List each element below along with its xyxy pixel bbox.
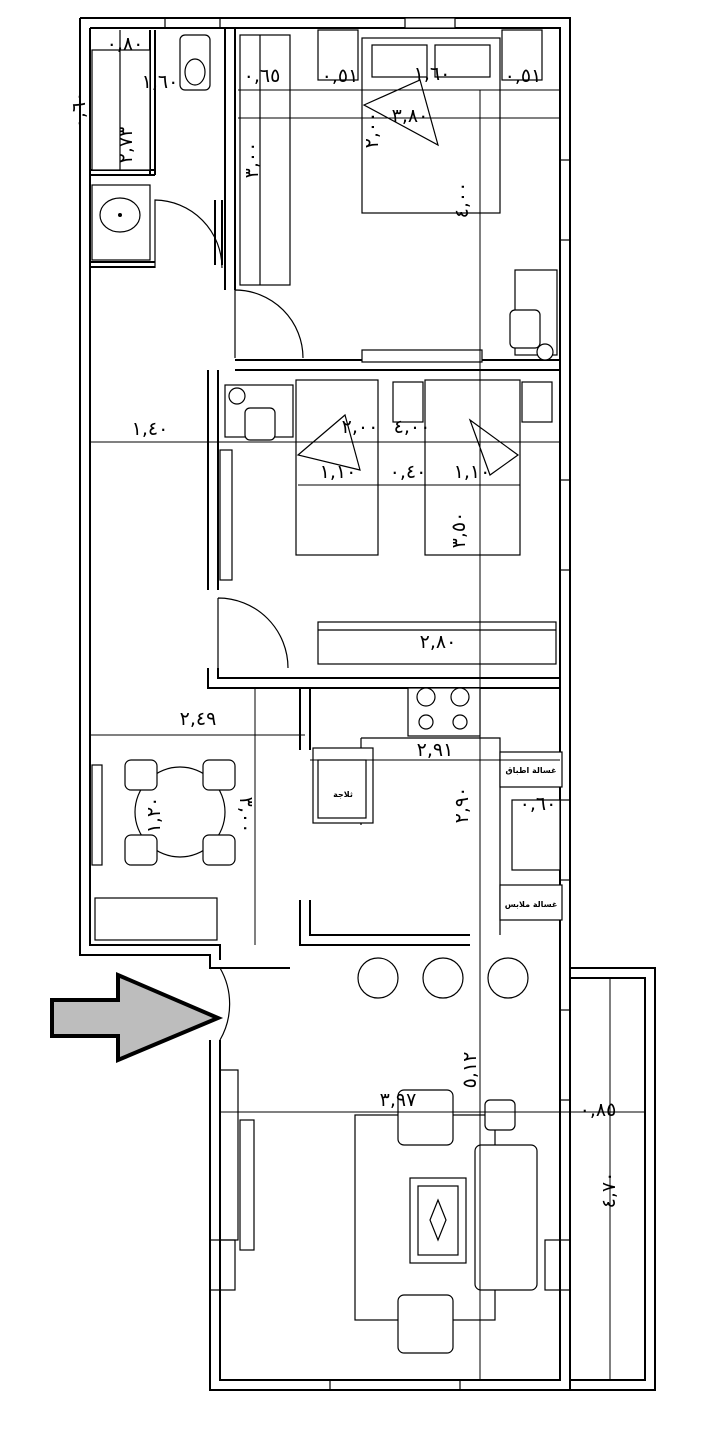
kitchen: ثلاجة غسالة اطباق غسالة ملابس	[312, 687, 563, 935]
dim-label: ٣,٠٠	[241, 142, 263, 179]
curtain-living	[239, 1119, 255, 1251]
dim-label: ٢,٤٩	[180, 708, 217, 730]
kids-door	[217, 597, 289, 669]
dim-label: ١,١٠	[454, 461, 491, 483]
dim-label: ٥,١٢	[459, 1052, 481, 1089]
dim-label: ٠,٨٥	[580, 1099, 617, 1121]
doors	[154, 199, 304, 1041]
kids-bedroom	[219, 379, 557, 665]
bar-stool	[422, 957, 464, 999]
closet-kids	[219, 449, 233, 581]
bed-cover	[362, 79, 439, 147]
dim-label: ١,١٠	[320, 461, 357, 483]
dishwasher-label: غسالة اطباق	[506, 766, 557, 775]
dishwasher	[499, 751, 563, 788]
fridge-label: ثلاجة	[333, 790, 353, 799]
dim-label: ٠,٦٠	[520, 793, 557, 815]
window-kitchen	[559, 799, 571, 881]
nightstand-left	[317, 29, 359, 81]
dim-label: ١,٦٠	[414, 63, 451, 85]
master-door	[234, 289, 304, 359]
window-master	[559, 159, 571, 241]
washer	[499, 884, 563, 921]
rug-icon	[409, 1177, 467, 1264]
dim-label: ٠,٦٥	[244, 65, 281, 87]
entrance-arrow-icon	[50, 971, 224, 1064]
kids-chair	[244, 407, 276, 441]
dim-label: ١,٦٠	[142, 71, 179, 93]
washer-label: غسالة ملابس	[505, 900, 558, 910]
dim-label: ٠,٥١	[322, 65, 359, 87]
dim-label: ٢,٩٠	[451, 787, 473, 824]
dim-label: ١,٤٠	[132, 418, 169, 440]
dim-label: ٢,٠٠	[361, 112, 383, 149]
dim-label: ٣,٠٠	[235, 797, 257, 834]
bathroom	[91, 30, 211, 261]
nightstand-right	[501, 29, 543, 81]
dim-label: ٠,٥١	[505, 65, 542, 87]
walls	[79, 17, 656, 1391]
dim-label: ٠,٦٠	[68, 92, 90, 129]
living	[354, 957, 538, 1354]
fridge	[312, 747, 374, 824]
dining-console	[94, 897, 218, 941]
dimension-labels: ٠,٨٠ ١,٦٠ ٠,٦٠ ٢,٧٣ ٠,٦٥ ٣,٠٠ ٠,٥١ ٠,٥١ …	[68, 33, 620, 1208]
dim-label: ٤,٠٠	[451, 182, 473, 219]
bar-stool	[357, 957, 399, 999]
wardrobe	[239, 34, 291, 286]
dim-label: ٠,٨٠	[107, 33, 144, 55]
nightstand-kids	[392, 381, 424, 423]
dim-label: ١,٢٠	[143, 797, 165, 834]
dim-label: ٢,٨٠	[420, 631, 457, 653]
dresser	[521, 381, 553, 423]
wardrobe-kids	[317, 621, 557, 665]
dimension-lines	[90, 89, 645, 1380]
master-bedroom	[239, 17, 558, 363]
dim-label: ٤,٧٠	[598, 1172, 620, 1209]
column	[544, 1239, 571, 1291]
dim-label: ٣,٨٠	[392, 105, 429, 127]
entrance-door	[219, 967, 290, 1041]
armchair-bottom	[397, 1294, 454, 1354]
shower	[91, 49, 151, 171]
dim-label: ٠,٤٠	[390, 461, 427, 483]
dim-label: ٤,٠٠	[394, 416, 431, 438]
bar-stool	[487, 957, 529, 999]
side-table	[484, 1099, 516, 1131]
dining-window	[91, 764, 103, 866]
window-bottom	[329, 1379, 461, 1391]
window-living-left	[219, 1069, 239, 1241]
dining	[91, 759, 236, 941]
bed-left	[295, 379, 379, 556]
column-left	[209, 1239, 236, 1291]
dim-label: ٢,٧٣	[115, 127, 137, 164]
kitchen-sink-icon	[511, 799, 561, 871]
window-top	[164, 17, 221, 29]
sofa	[474, 1144, 538, 1291]
dim-label: ٣,٩٧	[380, 1089, 417, 1111]
armchair-top	[397, 1089, 454, 1146]
dim-label: ٢,٩١	[417, 739, 454, 761]
dim-label: ٢,٠٠	[342, 416, 379, 438]
bed-right	[424, 379, 521, 556]
chair	[509, 309, 541, 349]
tv-unit	[361, 349, 483, 363]
window-living	[559, 1009, 571, 1101]
dining-table	[134, 766, 226, 858]
dim-label: ٣,٥٠	[448, 512, 470, 549]
window-kids	[559, 479, 571, 571]
bathroom-door	[154, 199, 223, 269]
